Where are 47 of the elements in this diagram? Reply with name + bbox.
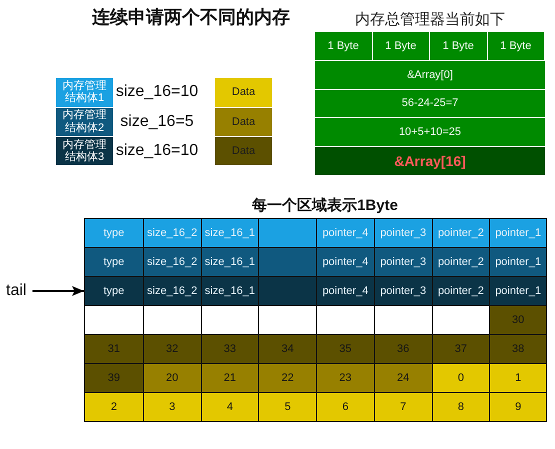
table-cell: 30 xyxy=(489,306,546,334)
size-label: size_16=10 xyxy=(114,141,200,161)
table-cell: 0 xyxy=(432,364,490,392)
table-heading: 内存总管理器当前如下 xyxy=(354,10,506,30)
table-cell: pointer_2 xyxy=(432,248,490,276)
table-cell: &Array[16] xyxy=(315,147,545,175)
table-cell: 1 Byte xyxy=(315,32,372,60)
table-cell: pointer_2 xyxy=(432,277,490,305)
table-cell: size_16_1 xyxy=(200,219,258,247)
table-cell: 1 Byte xyxy=(372,32,429,60)
table-cell: 1 Byte xyxy=(488,32,544,60)
table-cell: pointer_2 xyxy=(432,219,490,247)
table-row xyxy=(84,305,547,335)
table-cell: 20 xyxy=(142,364,200,392)
table-cell: 10+5+10=25 xyxy=(315,118,545,146)
size-label: size_16=5 xyxy=(119,112,195,132)
table-row xyxy=(84,247,547,277)
grid-heading: 每一个区域表示1Byte xyxy=(251,196,399,216)
data-box: Data xyxy=(215,108,272,136)
arrow xyxy=(32,286,84,296)
table-cell: size_16_1 xyxy=(200,277,258,305)
table-cell: 1 xyxy=(489,364,546,392)
table-cell: 22 xyxy=(258,364,316,392)
table-row xyxy=(84,363,547,393)
table-cell: 21 xyxy=(200,364,258,392)
data-box: Data xyxy=(215,78,272,106)
struct-box: 内存管理结构体2 xyxy=(56,108,113,136)
table-row xyxy=(84,276,547,306)
table-cell: 1 Byte xyxy=(430,32,486,60)
table-cell: 4 xyxy=(200,393,258,421)
table-row xyxy=(84,392,547,422)
table-cell: 33 xyxy=(200,335,258,363)
struct-box: 内存管理结构体3 xyxy=(56,137,113,165)
table-cell: 56-24-25=7 xyxy=(315,90,545,118)
text-label: tail xyxy=(6,280,26,301)
size-label: size_16=10 xyxy=(114,82,200,102)
table-cell: 23 xyxy=(316,364,374,392)
title: 连续申请两个不同的内存 xyxy=(91,6,291,29)
table-cell: size_16_1 xyxy=(200,248,258,276)
table-cell: 24 xyxy=(374,364,432,392)
struct-box: 内存管理结构体1 xyxy=(56,78,113,106)
table-row xyxy=(84,218,547,248)
table-cell: 37 xyxy=(432,335,490,363)
table-row xyxy=(84,334,547,364)
table-cell: 8 xyxy=(432,393,490,421)
data-box: Data xyxy=(215,137,272,165)
table-cell: &Array[0] xyxy=(315,60,545,88)
